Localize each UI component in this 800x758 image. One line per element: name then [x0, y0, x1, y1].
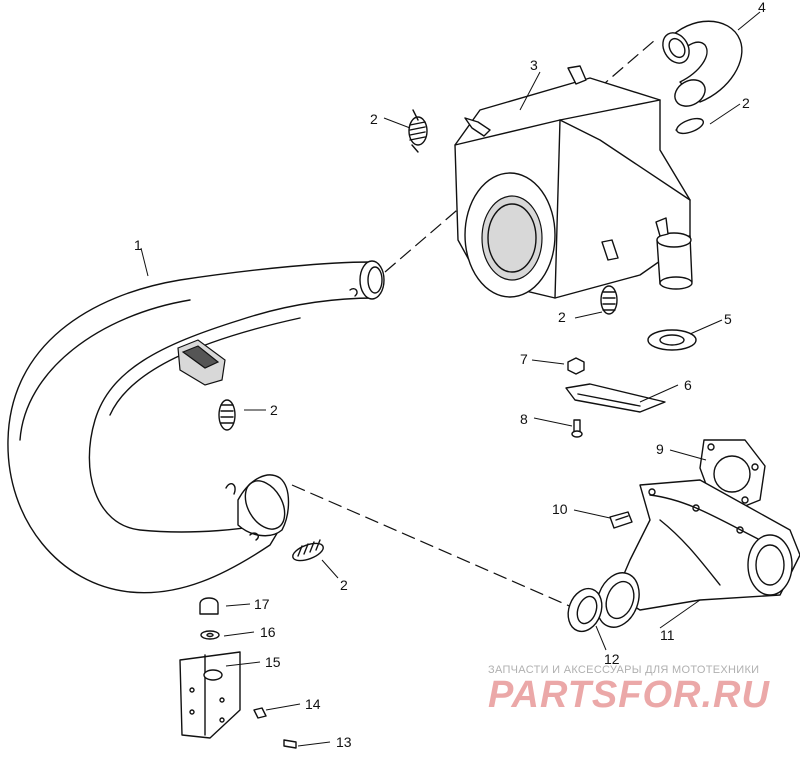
leader-lines — [140, 11, 761, 747]
callout-16: 16 — [260, 624, 276, 640]
elbow-tube — [662, 20, 743, 107]
exhaust-manifold — [596, 479, 800, 628]
callout-17: 17 — [254, 596, 270, 612]
washer — [200, 630, 220, 640]
callout-8: 8 — [520, 411, 528, 427]
rubber-bumper — [199, 597, 219, 615]
callout-12: 12 — [604, 651, 620, 667]
bracket-screw — [283, 739, 297, 749]
mounting-plate — [565, 383, 666, 413]
callout-13: 13 — [336, 734, 352, 750]
assembly-centerline — [291, 484, 575, 609]
callout-9: 9 — [656, 441, 664, 457]
bolt — [571, 419, 583, 438]
callout-2: 2 — [270, 402, 278, 418]
coupler-ring — [567, 587, 603, 633]
callout-2: 2 — [558, 309, 566, 325]
expansion-pipe — [7, 260, 385, 594]
callout-1: 1 — [134, 237, 142, 253]
spring-5 — [292, 539, 324, 562]
callout-10: 10 — [552, 501, 568, 517]
watermark-tagline: ЗАПЧАСТИ И АКСЕССУАРЫ ДЛЯ МОТОТЕХНИКИ — [488, 664, 760, 676]
callout-7: 7 — [520, 351, 528, 367]
stud-bolt — [609, 511, 633, 529]
muffler — [454, 65, 693, 299]
callout-4: 4 — [758, 0, 766, 15]
spring-2 — [675, 117, 705, 135]
callout-3: 3 — [530, 57, 538, 73]
spring-4 — [218, 399, 236, 431]
callout-11: 11 — [660, 627, 675, 643]
spring-3 — [600, 285, 618, 315]
callout-15: 15 — [265, 654, 281, 670]
nut — [567, 357, 585, 375]
callout-2: 2 — [340, 577, 348, 593]
gasket-ring — [647, 329, 697, 351]
spring-1 — [408, 109, 428, 153]
callout-2: 2 — [370, 111, 378, 127]
bracket-assembly — [179, 651, 241, 739]
callout-2: 2 — [742, 95, 750, 111]
watermark-logo: PARTSFOR.RU — [488, 674, 770, 716]
callout-6: 6 — [684, 377, 692, 393]
callout-14: 14 — [305, 696, 321, 712]
callout-5: 5 — [724, 311, 732, 327]
bracket-nut — [253, 707, 267, 719]
